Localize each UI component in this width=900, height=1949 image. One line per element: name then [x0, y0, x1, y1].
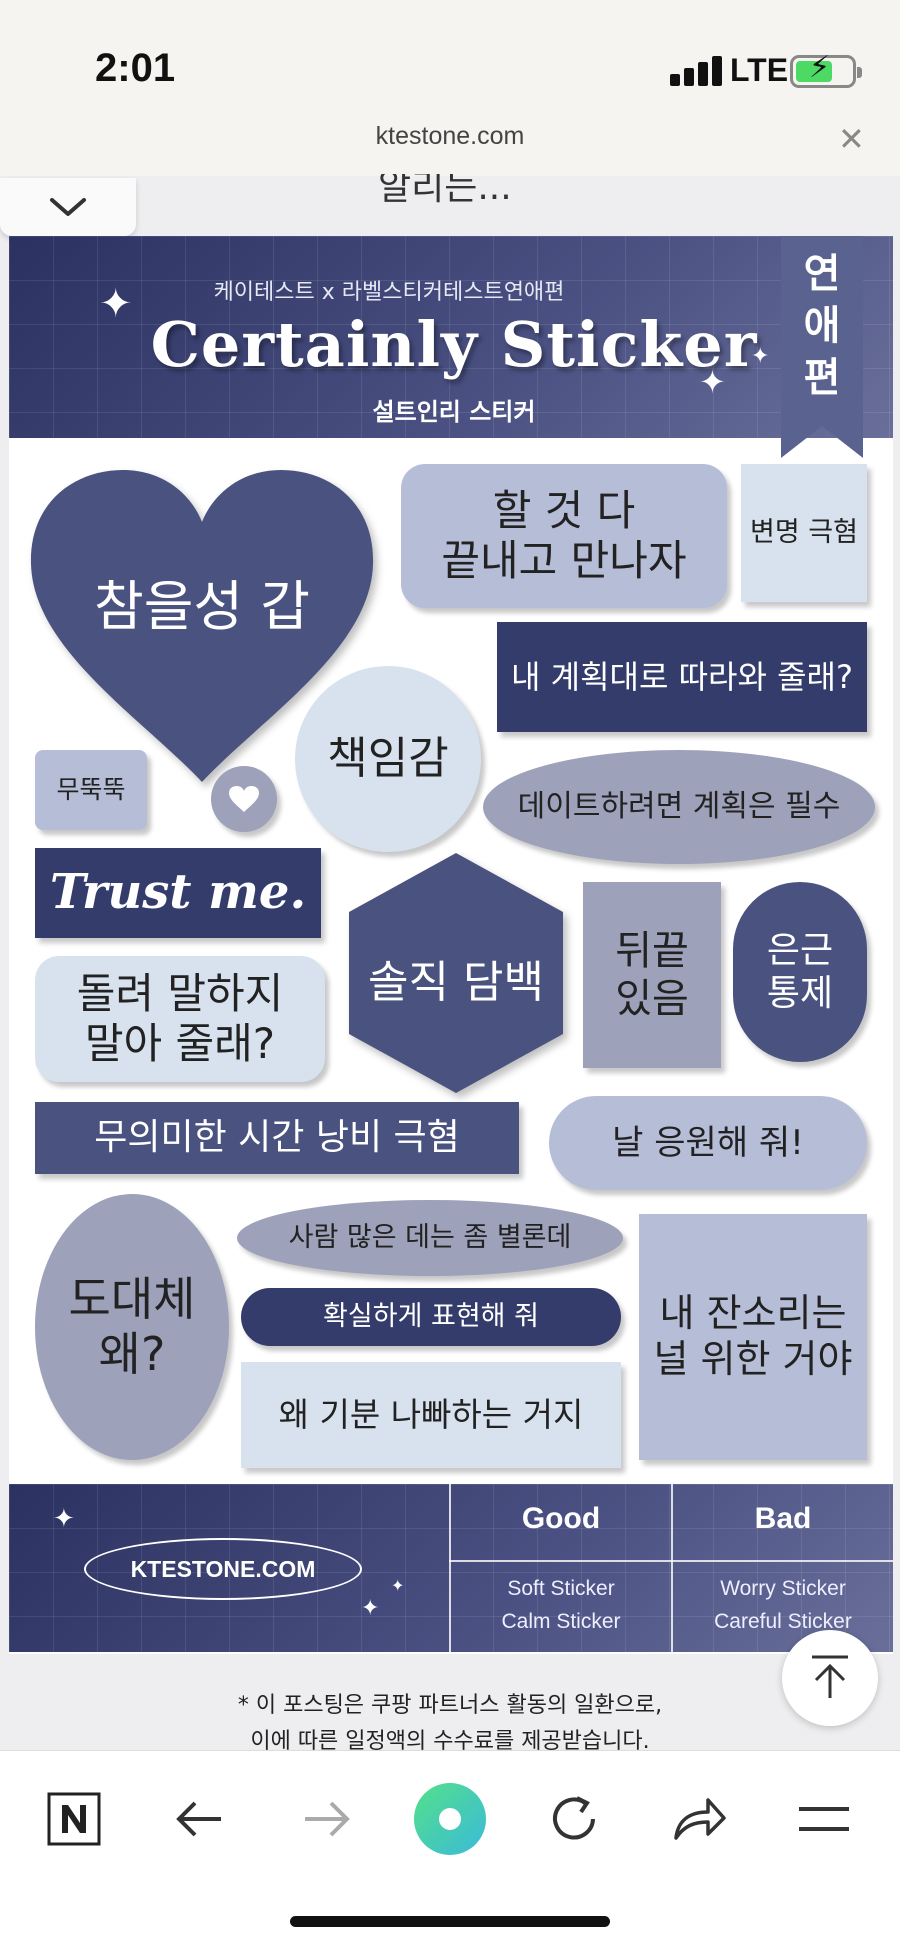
sparkle-icon: ✦	[699, 363, 726, 401]
sparkle-icon: ✦	[99, 281, 133, 327]
ribbon-tag: 연 애 편	[781, 236, 863, 458]
bad-items: Worry Sticker Careful Sticker	[714, 1577, 852, 1633]
sticker-heart: 참을성 갑	[23, 464, 381, 786]
sticker-mini-heart	[211, 766, 277, 832]
arrow-up-icon	[812, 1655, 848, 1698]
sheet-header-banner: 케이테스트 x 라벨스티커테스트연애편 Certainly Sticker 설트…	[9, 236, 893, 438]
sparkle-icon: ✦	[53, 1504, 75, 1534]
status-time: 2:01	[95, 46, 176, 90]
sticker-nagging: 내 잔소리는 널 위한 거야	[639, 1214, 867, 1460]
status-bar: 2:01 LTE ⚡ ktestone.com ✕	[0, 0, 900, 176]
green-dot-icon[interactable]	[410, 1779, 490, 1859]
naver-n-icon[interactable]	[34, 1779, 114, 1859]
banner-title: Certainly Sticker	[150, 308, 758, 381]
reload-icon[interactable]	[534, 1779, 614, 1859]
signal-icon	[670, 56, 726, 86]
sparkle-icon: ✦	[361, 1596, 380, 1621]
chevron-down-icon	[50, 198, 86, 216]
sticker-blunt: 무뚝뚝	[35, 750, 147, 830]
sticker-text: 참을성 갑	[94, 575, 310, 638]
site-logo-oval: KTESTONE.COM	[84, 1538, 362, 1600]
sticker-trust: Trust me.	[35, 848, 321, 938]
sticker-text: 솔직 담백	[368, 957, 544, 1008]
sticker-control: 은근 통제	[733, 882, 867, 1062]
sticker-follow-plan: 내 계획대로 따라와 줄래?	[497, 622, 867, 732]
sticker-why: 도대체 왜?	[35, 1194, 229, 1460]
ribbon-char: 애	[803, 303, 841, 349]
banner-subtitle: 케이테스트 x 라벨스티커테스트연애편	[213, 280, 565, 305]
home-indicator	[290, 1916, 610, 1927]
url-bar[interactable]: ktestone.com	[375, 122, 525, 150]
battery-icon: ⚡	[790, 53, 862, 88]
sticker-responsibility: 책임감	[295, 666, 481, 852]
carrier-label: LTE	[730, 52, 789, 88]
good-items: Soft Sticker Calm Sticker	[501, 1577, 621, 1633]
sticker-grudge: 뒤끝 있음	[583, 882, 721, 1068]
sticker-do-it-all: 할 것 다 끝내고 만나자	[401, 464, 727, 608]
share-icon[interactable]	[660, 1779, 740, 1859]
browser-toolbar	[0, 1750, 900, 1949]
sticker-date-plan: 데이트하려면 계획은 필수	[483, 750, 875, 864]
partner-disclaimer: * 이 포스팅은 쿠팡 파트너스 활동의 일환으로, 이에 따른 일정액의 수수…	[237, 1693, 663, 1754]
sparkle-icon: ✦	[391, 1576, 405, 1595]
sticker-waste-time: 무의미한 시간 낭비 극혐	[35, 1102, 519, 1174]
bad-header: Bad	[754, 1502, 812, 1535]
sticker-straight-talk: 돌려 말하지 말아 줄래?	[35, 956, 325, 1082]
menu-icon[interactable]	[784, 1779, 864, 1859]
sparkle-icon: ✦	[751, 344, 770, 369]
sticker-cheer: 날 응원해 줘!	[549, 1096, 867, 1190]
sticker-honest: 솔직 담백	[345, 850, 567, 1096]
web-content: 알리는... 케이테스트 x 라벨스티커테스트연애편 Certainly Sti…	[0, 167, 893, 1754]
close-icon[interactable]: ✕	[838, 120, 865, 158]
cutoff-heading: 알리는...	[378, 167, 512, 208]
sticker-crowds: 사람 많은 데는 좀 별론데	[237, 1200, 623, 1276]
banner-title-korean: 설트인리 스티커	[372, 398, 536, 426]
ribbon-char: 편	[803, 355, 841, 401]
heart-icon	[229, 786, 259, 812]
sticker-sheet-image: 케이테스트 x 라벨스티커테스트연애편 Certainly Sticker 설트…	[9, 236, 893, 1654]
sticker-bad-mood: 왜 기분 나빠하는 거지	[241, 1362, 621, 1468]
back-arrow-icon[interactable]	[160, 1779, 240, 1859]
collapse-tab[interactable]	[0, 178, 136, 236]
forward-arrow-icon[interactable]	[286, 1779, 366, 1859]
sticker-excuse: 변명 극혐	[741, 464, 867, 602]
sheet-footer-banner: ✦ ✦ ✦ KTESTONE.COM Good Bad Soft Sticker…	[9, 1484, 893, 1652]
sticker-express: 확실하게 표현해 줘	[241, 1288, 621, 1346]
ribbon-char: 연	[803, 251, 841, 297]
scroll-to-top-button[interactable]	[782, 1630, 878, 1726]
good-header: Good	[521, 1502, 601, 1535]
